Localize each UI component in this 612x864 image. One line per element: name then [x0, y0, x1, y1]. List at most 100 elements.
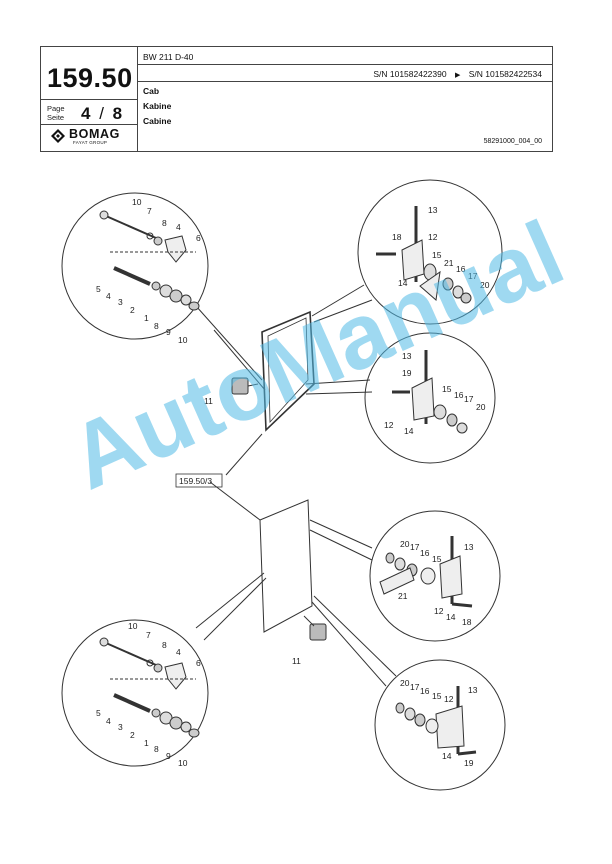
callout: 13	[402, 351, 412, 361]
callout: 3	[118, 297, 123, 307]
divider	[137, 64, 552, 65]
callout: 3	[118, 722, 123, 732]
header-block: 159.50 Page Seite 4 / 8 BOMAG FAYAT GROU…	[40, 46, 553, 152]
callout: 10	[128, 621, 138, 631]
divider	[41, 124, 137, 125]
group-number: 159.50	[47, 63, 133, 93]
page-number: 4 / 8	[81, 104, 122, 124]
callout: 14	[446, 612, 456, 622]
callout: 14	[404, 426, 414, 436]
callout: 16	[420, 548, 430, 558]
callout: 4	[176, 647, 181, 657]
callout: 17	[410, 682, 420, 692]
callout-11-bottom: 11	[292, 656, 301, 666]
callout: 8	[162, 640, 167, 650]
drawing-number: 58291000_004_00	[483, 138, 542, 145]
callout: 2	[130, 730, 135, 740]
callout: 13	[464, 542, 474, 552]
callout: 14	[442, 751, 452, 761]
callout: 6	[196, 233, 201, 243]
detail-bottom-left-parts	[99, 637, 200, 738]
callout: 15	[432, 554, 442, 564]
callout: 18	[462, 617, 472, 627]
callout: 1	[144, 738, 149, 748]
detail-circle-bottom-right-lower	[374, 659, 506, 791]
callouts-top-right-lower: 13 19 15 16 17 20 12 14	[384, 351, 486, 436]
title-fr: Cabine	[143, 116, 172, 126]
detail-circle-bottom-left	[61, 619, 209, 767]
callout: 10	[178, 758, 188, 768]
callout: 19	[464, 758, 474, 768]
callout: 5	[96, 708, 101, 718]
logo-text: BOMAG	[69, 127, 120, 141]
header-right-panel: BW 211 D-40 S/N 101582422390 ▶ S/N 10158…	[137, 47, 552, 151]
machine-model: BW 211 D-40	[143, 52, 194, 62]
callout: 7	[147, 206, 152, 216]
callout: 17	[464, 394, 474, 404]
serial-range: S/N 101582422390 ▶ S/N 101582422534	[373, 69, 542, 79]
detail-top-left-parts	[99, 210, 200, 311]
serial-to: S/N 101582422534	[468, 69, 542, 79]
callout: 13	[468, 685, 478, 695]
callout: 21	[444, 258, 454, 268]
part-11-bottom	[303, 615, 327, 641]
detail-bottom-right-upper-parts	[379, 536, 473, 608]
detail-circle-bottom-right-upper	[369, 510, 501, 642]
detail-top-right-upper-parts	[376, 206, 472, 304]
page-label-de: Seite	[47, 113, 65, 122]
page-total: 8	[112, 104, 123, 123]
page-label-en: Page	[47, 104, 65, 113]
callouts-top-left: 10 7 8 4 6 5 4 3 2 1 8 9 10	[96, 197, 201, 345]
callout: 16	[420, 686, 430, 696]
serial-from: S/N 101582422390	[373, 69, 447, 79]
callout: 8	[162, 218, 167, 228]
callout: 8	[154, 321, 159, 331]
detail-top-right-lower-parts	[392, 350, 468, 434]
bomag-logo-icon	[51, 129, 65, 143]
callout: 12	[434, 606, 444, 616]
callout: 8	[154, 744, 159, 754]
callout: 10	[178, 335, 188, 345]
callout: 12	[444, 694, 454, 704]
exploded-parts-drawing: 159.50/3 10 7 8 4 6 5 4 3 2 1 8 9 10 13 …	[61, 179, 506, 791]
callouts-bottom-right-upper: 20 17 16 15 13 21 12 14 18	[398, 539, 474, 627]
callout: 15	[432, 691, 442, 701]
callout: 20	[400, 678, 410, 688]
title-en: Cab	[143, 86, 160, 96]
callouts-bottom-right-lower: 20 17 16 15 12 13 14 19	[400, 678, 478, 768]
callout: 16	[456, 264, 466, 274]
callout: 19	[402, 368, 412, 378]
callout: 7	[146, 630, 151, 640]
detail-circle-top-right-lower	[364, 332, 496, 464]
callout: 12	[428, 232, 438, 242]
callout: 9	[166, 327, 171, 337]
callout: 14	[398, 278, 408, 288]
callouts-bottom-left: 10 7 8 4 6 5 4 3 2 1 8 9 10	[96, 621, 201, 768]
callout: 4	[176, 222, 181, 232]
page-current: 4	[81, 104, 91, 123]
callout: 10	[132, 197, 142, 207]
callout: 13	[428, 205, 438, 215]
callout: 20	[476, 402, 486, 412]
callout: 16	[454, 390, 464, 400]
page-separator: /	[99, 104, 104, 123]
callout: 20	[480, 280, 490, 290]
callout: 15	[442, 384, 452, 394]
detail-circle-top-left	[61, 192, 209, 340]
callout: 1	[144, 313, 149, 323]
callout: 2	[130, 305, 135, 315]
bomag-logo: BOMAG FAYAT GROUP	[51, 127, 133, 149]
callout: 15	[432, 250, 442, 260]
callout: 17	[468, 271, 478, 281]
reference-box-label: 159.50/3	[179, 476, 212, 486]
arrow-right-icon: ▶	[454, 72, 461, 79]
callout: 4	[106, 291, 111, 301]
title-de: Kabine	[143, 101, 172, 111]
callout: 6	[196, 658, 201, 668]
detail-bottom-right-lower-parts	[395, 686, 477, 756]
callout: 5	[96, 284, 101, 294]
callout-11-top: 11	[204, 396, 213, 406]
detail-circle-top-right-upper	[357, 179, 503, 325]
reference-box	[175, 473, 223, 488]
callout: 9	[166, 751, 171, 761]
